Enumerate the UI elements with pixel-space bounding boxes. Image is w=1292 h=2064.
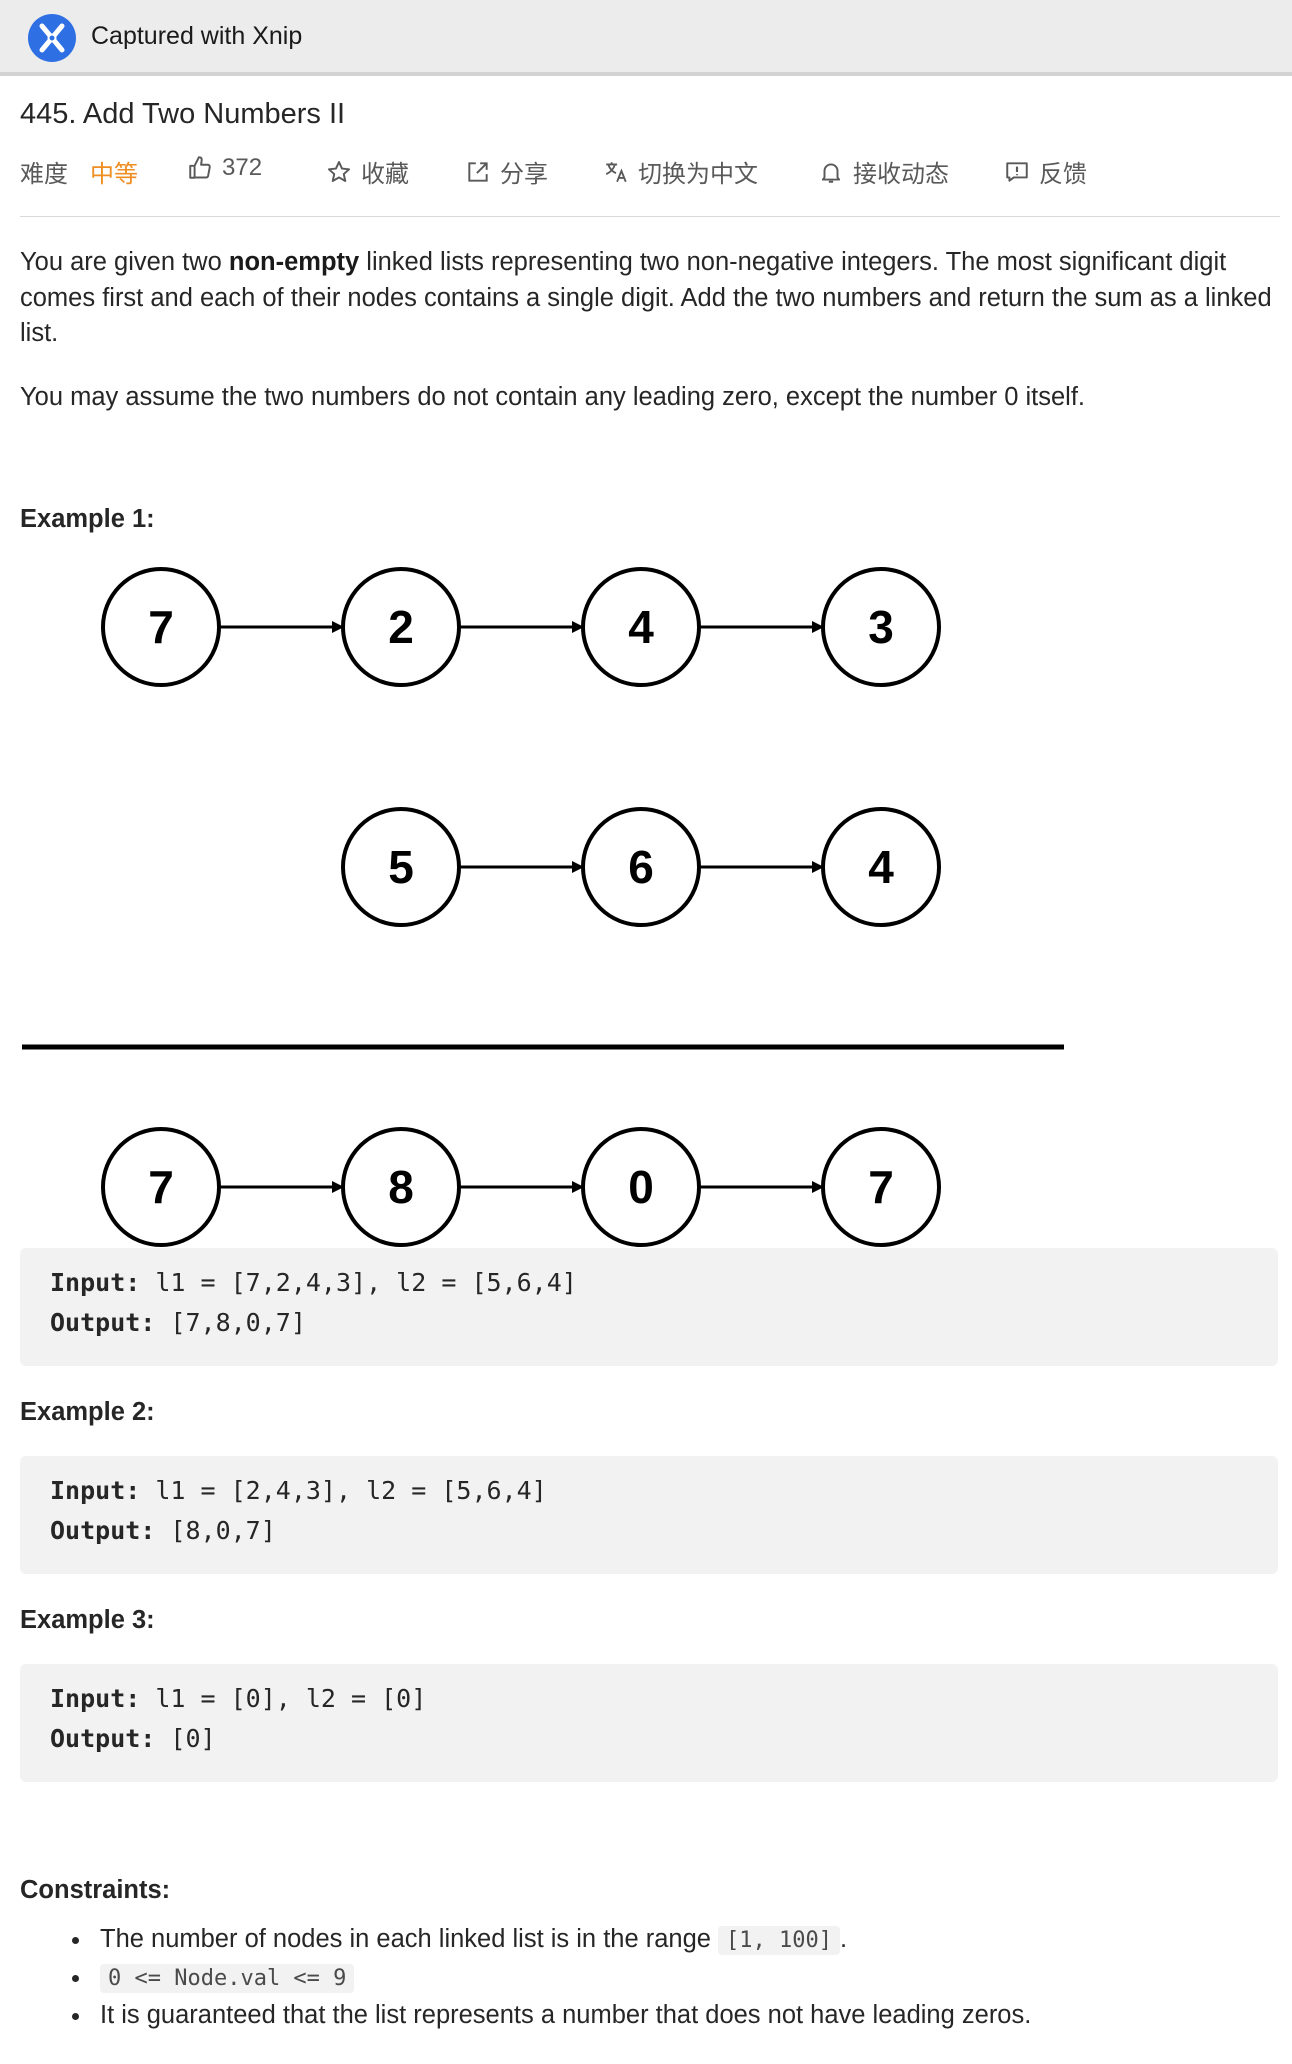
result-list-node-value: 0 <box>628 1161 654 1213</box>
problem-title: 445. Add Two Numbers II <box>20 98 346 130</box>
constraint-item: The number of nodes in each linked list … <box>20 1920 1280 1958</box>
list-2-node-value: 4 <box>868 841 894 893</box>
input-value: l1 = [2,4,3], l2 = [5,6,4] <box>140 1476 547 1505</box>
subscribe-label: 接收动态 <box>853 161 949 188</box>
input-label: Input: <box>50 1684 141 1713</box>
constraint-item: It is guaranteed that the list represent… <box>20 1996 1280 2034</box>
star-icon <box>327 160 351 182</box>
list-1-node-value: 2 <box>388 601 414 653</box>
example-1-code: Input: l1 = [7,2,4,3], l2 = [5,6,4] Outp… <box>20 1248 1278 1366</box>
translate-icon <box>605 161 627 182</box>
example-1-title: Example 1: <box>20 505 155 533</box>
constraints-list: The number of nodes in each linked list … <box>20 1920 1280 2034</box>
input-value: l1 = [0], l2 = [0] <box>140 1684 427 1713</box>
constraint-text: The number of nodes in each linked list … <box>100 1925 719 1953</box>
translate-label: 切换为中文 <box>638 161 758 188</box>
list-2-node <box>821 807 941 927</box>
example-3-title: Example 3: <box>20 1606 155 1634</box>
output-label: Output: <box>50 1516 156 1545</box>
difficulty: 难度 中等 <box>20 154 138 189</box>
input-value: l1 = [7,2,4,3], l2 = [5,6,4] <box>140 1268 577 1297</box>
favorite-label: 收藏 <box>361 161 409 188</box>
output-value: [8,0,7] <box>155 1516 276 1545</box>
input-label: Input: <box>50 1268 141 1297</box>
description-paragraph-1: You are given two non-empty linked lists… <box>20 245 1282 352</box>
feedback-label: 反馈 <box>1039 161 1087 188</box>
like-button[interactable]: 372 <box>187 154 262 182</box>
constraint-text: It is guaranteed that the list represent… <box>100 2001 1032 2029</box>
example-3-code: Input: l1 = [0], l2 = [0] Output: [0] <box>20 1664 1278 1782</box>
linked-list-diagram: 7 2 4 3 5 6 4 7 8 0 7 <box>22 567 1064 1247</box>
result-list-node-value: 8 <box>388 1161 414 1213</box>
difficulty-label: 难度 <box>20 161 68 188</box>
constraint-item: 0 <= Node.val <= 9 <box>20 1958 1280 1996</box>
constraints-title: Constraints: <box>20 1876 171 1904</box>
bell-icon <box>821 162 841 183</box>
output-label: Output: <box>50 1308 156 1337</box>
result-list-node-value: 7 <box>868 1161 894 1213</box>
share-icon <box>468 161 488 182</box>
input-label: Input: <box>50 1476 141 1505</box>
list-1-node <box>821 567 941 687</box>
feedback-icon <box>1006 161 1028 182</box>
thumbs-up-icon <box>189 156 211 179</box>
bullet-icon <box>72 1937 79 1944</box>
description-text-cont: linked lists representing two non-negati… <box>20 248 1272 347</box>
result-list-node-value: 7 <box>148 1161 174 1213</box>
share-button[interactable]: 分享 <box>465 154 548 189</box>
output-value: [7,8,0,7] <box>155 1308 306 1337</box>
constraint-end: . <box>840 1925 848 1953</box>
like-count: 372 <box>222 154 263 181</box>
output-value: [0] <box>155 1724 216 1753</box>
capture-bar: Captured with Xnip <box>0 0 1292 76</box>
difficulty-value: 中等 <box>90 161 138 188</box>
divider <box>20 216 1280 217</box>
list-1-node-value: 7 <box>148 601 174 653</box>
example-2-title: Example 2: <box>20 1398 155 1426</box>
xnip-logo-icon <box>28 14 76 62</box>
output-label: Output: <box>50 1724 156 1753</box>
list-1-node-value: 3 <box>868 601 894 653</box>
list-2-node-value: 6 <box>628 841 654 893</box>
bullet-icon <box>72 1975 79 1982</box>
description-text: You are given two <box>20 248 229 276</box>
capture-bar-title: Captured with Xnip <box>91 22 303 50</box>
constraint-code: [1, 100] <box>718 1926 840 1955</box>
share-label: 分享 <box>500 161 548 188</box>
subscribe-button[interactable]: 接收动态 <box>818 154 949 189</box>
favorite-button[interactable]: 收藏 <box>326 154 409 189</box>
description-paragraph-2: You may assume the two numbers do not co… <box>20 383 1086 411</box>
feedback-button[interactable]: 反馈 <box>1004 154 1087 189</box>
list-2-node-value: 5 <box>388 841 414 893</box>
example-2-code: Input: l1 = [2,4,3], l2 = [5,6,4] Output… <box>20 1456 1278 1574</box>
list-1-node-value: 4 <box>628 601 654 653</box>
description-bold-text: non-empty <box>228 248 360 276</box>
result-list-node <box>821 1127 941 1247</box>
problem-meta-bar: 难度 中等 372 收藏 分享 切换为中文 接收动态 反馈 <box>20 154 1280 190</box>
constraint-code: 0 <= Node.val <= 9 <box>100 1964 355 1993</box>
translate-button[interactable]: 切换为中文 <box>603 154 758 189</box>
bullet-icon <box>72 2013 79 2020</box>
